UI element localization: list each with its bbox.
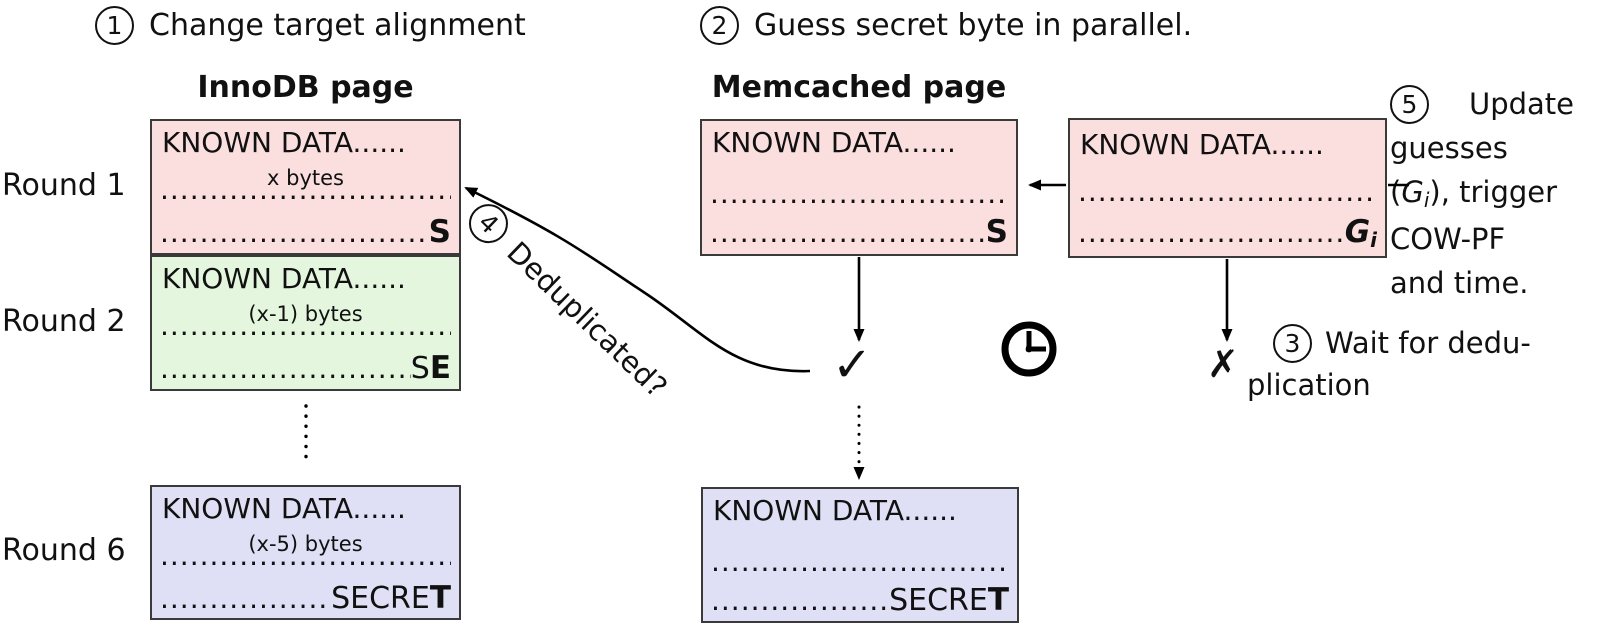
dots-fill: ........................................… xyxy=(710,216,986,249)
dots-fill: ........................................… xyxy=(1078,216,1345,249)
suffix-known: S xyxy=(410,351,430,386)
suffix-guess: S xyxy=(985,214,1008,250)
step3-text1: Wait for dedu- xyxy=(1325,326,1531,360)
step3-text2: plication xyxy=(1247,368,1371,402)
step2-label: 2 Guess secret byte in parallel. xyxy=(700,6,1192,45)
step5-g-subscript: i xyxy=(1423,188,1430,212)
dots-row: ........................................… xyxy=(1078,175,1377,208)
step4-number-icon: 4 xyxy=(460,196,517,252)
step5-g-symbol: G xyxy=(1401,175,1424,209)
guess-subscript: i xyxy=(1370,228,1377,250)
step1-text: Change target alignment xyxy=(149,8,526,43)
secret-row: ........................................… xyxy=(711,582,1009,618)
step2-text: Guess secret byte in parallel. xyxy=(754,8,1193,43)
step5-line5: and time. xyxy=(1390,266,1529,300)
known-data-line: KNOWN DATA...... xyxy=(713,494,957,527)
memcached-top-box: KNOWN DATA...... .......................… xyxy=(700,119,1018,256)
step4-text: Deduplicated? xyxy=(500,234,675,404)
step5-line3: (Gi), trigger xyxy=(1390,170,1574,217)
guess-row: ........................................… xyxy=(1078,214,1377,250)
step3-line1: 3 Wait for dedu- xyxy=(1247,322,1577,364)
known-data-line: KNOWN DATA...... xyxy=(1080,128,1324,161)
dots-fill: ........................................… xyxy=(160,216,429,249)
step5-trigger: ), trigger xyxy=(1429,175,1558,209)
guess-box: KNOWN DATA...... .......................… xyxy=(1068,118,1387,258)
clock-icon xyxy=(1001,321,1057,377)
round2-label: Round 2 xyxy=(2,304,126,339)
suffix-guess: E xyxy=(429,350,451,386)
guess-symbol: G xyxy=(1344,214,1371,250)
innodb-round2-box: KNOWN DATA...... (x-1) bytes ...........… xyxy=(150,255,461,391)
innodb-round1-box: KNOWN DATA...... x bytes ...............… xyxy=(150,119,461,255)
secret-row: ........................................… xyxy=(160,580,451,616)
step4-label: 4 Deduplicated? xyxy=(460,196,676,406)
bytes-label: x bytes xyxy=(267,166,344,190)
memcached-page-title: Memcached page xyxy=(711,70,1007,105)
bytes-label: (x-1) bytes xyxy=(248,302,363,326)
secret-row: ........................................… xyxy=(160,214,451,250)
cross-icon: ✗ xyxy=(1207,342,1239,386)
suffix-guess: T xyxy=(987,582,1009,618)
innodb-page-title: InnoDB page xyxy=(197,70,414,105)
bytes-label: (x-5) bytes xyxy=(248,532,363,556)
step5-note: 5 Update guesses (Gi), trigger COW-PF an… xyxy=(1390,82,1574,305)
memcached-bottom-box: KNOWN DATA...... .......................… xyxy=(701,487,1019,623)
suffix-known: SECRE xyxy=(889,583,988,618)
suffix-known: SECRE xyxy=(331,581,430,616)
step5-line1: 5 Update xyxy=(1390,82,1574,126)
known-data-line: KNOWN DATA...... xyxy=(712,126,956,159)
dots-row: ........................................… xyxy=(711,545,1009,578)
step5-number-icon: 5 xyxy=(1390,84,1429,124)
round1-label: Round 1 xyxy=(2,168,126,203)
dots-fill: ........................................… xyxy=(711,584,890,617)
round6-label: Round 6 xyxy=(2,533,126,568)
step3-number-icon: 3 xyxy=(1273,323,1312,363)
dots-fill: ........................................… xyxy=(160,352,411,385)
step2-number-icon: 2 xyxy=(700,6,739,45)
suffix-guess: S xyxy=(428,214,451,250)
known-data-line: KNOWN DATA...... xyxy=(162,262,406,295)
dots-row: ........................................… xyxy=(160,309,451,342)
step1-label: 1 Change target alignment xyxy=(95,6,526,45)
dots-fill: ........................................… xyxy=(160,582,331,615)
step5-word1: Update xyxy=(1468,87,1574,121)
known-data-line: KNOWN DATA...... xyxy=(162,492,406,525)
innodb-round6-box: KNOWN DATA...... (x-5) bytes ...........… xyxy=(150,485,461,620)
step5-paren: ( xyxy=(1390,175,1402,209)
dots-row: ........................................… xyxy=(160,173,451,206)
known-data-line: KNOWN DATA...... xyxy=(162,126,406,159)
dots-row: ........................................… xyxy=(160,539,451,572)
dots-row: ........................................… xyxy=(710,177,1008,210)
step3-note: 3 Wait for dedu- plication xyxy=(1247,322,1577,406)
check-icon: ✓ xyxy=(832,337,873,393)
step1-number-icon: 1 xyxy=(95,6,134,45)
step5-line2: guesses xyxy=(1390,131,1508,165)
suffix-guess: T xyxy=(429,580,451,616)
secret-row: ........................................… xyxy=(710,214,1008,250)
step5-line4: COW-PF xyxy=(1390,222,1506,256)
secret-row: ........................................… xyxy=(160,350,451,386)
